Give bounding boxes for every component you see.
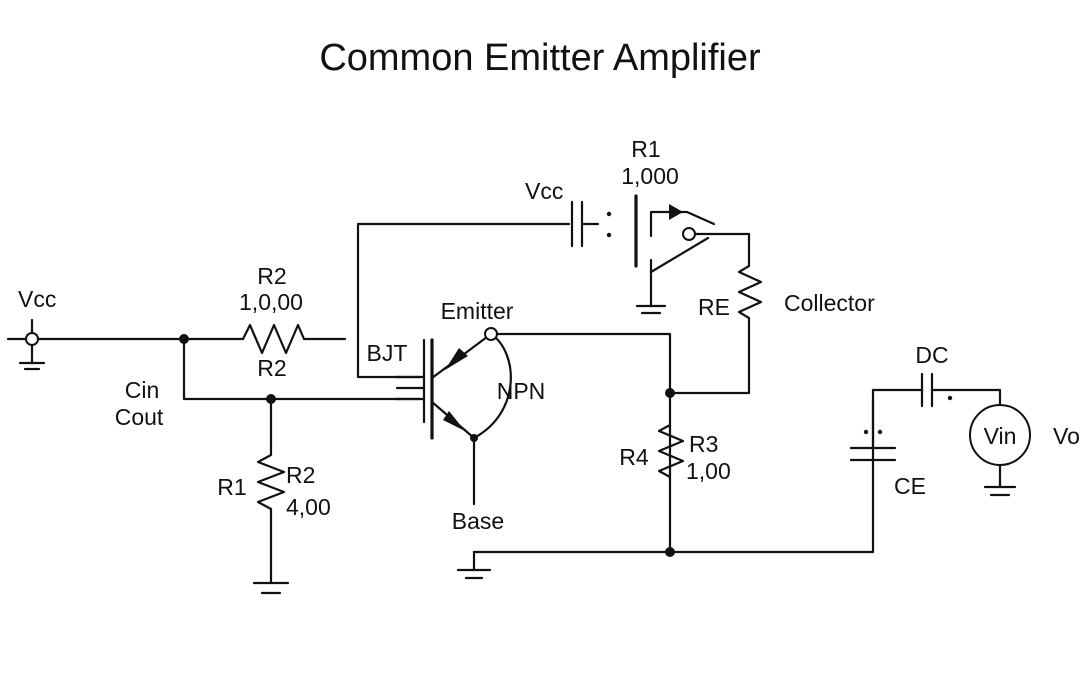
r1-left-label: R1 bbox=[217, 474, 246, 500]
r2-bottom-label: R2 bbox=[257, 355, 286, 381]
vo-label-partial: Vo bbox=[1053, 423, 1080, 449]
r2-top-value: 1,0,00 bbox=[239, 289, 303, 315]
ce-label: CE bbox=[894, 473, 926, 499]
switch-arrow-icon bbox=[669, 204, 683, 220]
r2-top-label: R2 bbox=[257, 263, 286, 289]
feedback-wire bbox=[356, 222, 571, 379]
r1-switch-element bbox=[634, 194, 751, 308]
base-label: Base bbox=[452, 508, 504, 534]
r3-value: 1,00 bbox=[686, 458, 731, 484]
npn-label: NPN bbox=[497, 378, 546, 404]
dc-label: DC bbox=[915, 342, 948, 368]
cin-label: Cin bbox=[125, 377, 160, 403]
npn-transistor bbox=[395, 332, 512, 440]
vin-label: Vin bbox=[984, 423, 1017, 449]
ground-symbol-top bbox=[635, 304, 667, 315]
vcc-top-label: Vcc bbox=[525, 178, 563, 204]
emitter-terminal bbox=[484, 327, 498, 341]
collector-label: Collector bbox=[784, 290, 875, 316]
resistor-r1-vertical bbox=[256, 397, 286, 585]
r1-top-value: 1,000 bbox=[621, 163, 679, 189]
resistor-r2-horizontal bbox=[241, 323, 347, 355]
resistor-re bbox=[668, 232, 763, 395]
r1-top-label: R1 bbox=[631, 136, 660, 162]
cout-label: Cout bbox=[115, 404, 164, 430]
bjt-label: BJT bbox=[367, 340, 408, 366]
capacitor-ce bbox=[849, 388, 897, 462]
vcc-left-label: Vcc bbox=[18, 286, 56, 312]
capacitor-dc bbox=[920, 372, 934, 408]
emitter-label: Emitter bbox=[441, 298, 514, 324]
base-bias-wire bbox=[182, 337, 422, 401]
vcc-input-terminal bbox=[6, 318, 39, 365]
bottom-rail bbox=[472, 398, 875, 554]
base-arrow-icon bbox=[443, 411, 465, 431]
emitter-wire bbox=[495, 332, 672, 554]
ground-symbol-r1 bbox=[252, 581, 290, 595]
re-label: RE bbox=[698, 294, 730, 320]
r3-label: R3 bbox=[689, 431, 718, 457]
r2-left-value: 4,00 bbox=[286, 494, 331, 520]
ground-symbol-left bbox=[18, 361, 46, 371]
diagram-title: Common Emitter Amplifier bbox=[319, 37, 761, 79]
r2-left-label: R2 bbox=[286, 462, 315, 488]
ground-symbol-bottom bbox=[456, 568, 492, 580]
r4-label: R4 bbox=[619, 444, 649, 470]
dc-wire-right bbox=[930, 388, 1002, 406]
ground-symbol-vin bbox=[983, 485, 1017, 497]
vcc-capacitor-top bbox=[570, 200, 600, 248]
resistor-r4-r3 bbox=[657, 423, 685, 479]
vin-source: Vin bbox=[969, 404, 1031, 489]
emitter-arrow-icon bbox=[445, 348, 468, 370]
